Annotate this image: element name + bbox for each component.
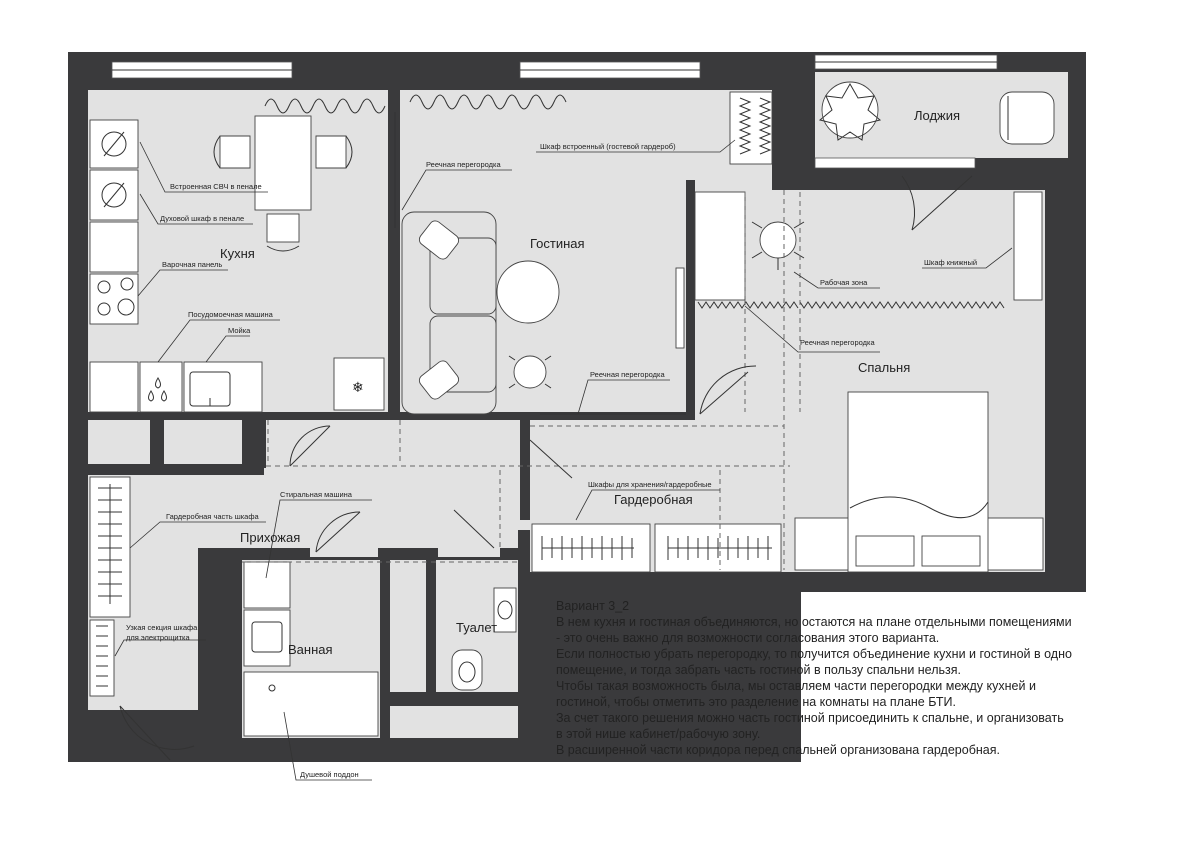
loggia-furniture xyxy=(818,81,1055,145)
description: Вариант 3_2 В нем кухня и гостиная объед… xyxy=(556,599,1072,757)
note-slat-partition-1: Реечная перегородка xyxy=(426,160,501,169)
description-line: в этой нише кабинет/рабочую зону. xyxy=(556,727,760,741)
note-wardrobe-section: Гардеробная часть шкафа xyxy=(166,512,260,521)
hall-bath-furniture xyxy=(89,476,517,737)
description-line: Если полностью убрать перегородку, то по… xyxy=(556,647,1072,661)
room-label-loggia: Лоджия xyxy=(914,108,960,123)
note-oven: Духовой шкаф в пенале xyxy=(160,214,244,223)
note-dishwasher: Посудомоечная машина xyxy=(188,310,274,319)
room-label-wc: Туалет xyxy=(456,620,497,635)
doors xyxy=(119,112,973,761)
note-slat-partition-2: Реечная перегородка xyxy=(590,370,665,379)
dashed-lines xyxy=(242,190,801,570)
note-shower-tray: Душевой поддон xyxy=(300,770,359,779)
room-label-hall: Прихожая xyxy=(240,530,300,545)
note-sink: Мойка xyxy=(228,326,251,335)
description-line: За счет такого решения можно часть гости… xyxy=(556,711,1064,725)
note-narrow-section-2: для электрощитка xyxy=(126,633,190,642)
note-hob: Варочная панель xyxy=(162,260,222,269)
room-label-bedroom: Спальня xyxy=(858,360,910,375)
wardrobe-furniture xyxy=(531,523,782,573)
description-line: гостиной, чтобы отметить это разделение … xyxy=(556,695,956,709)
svg-text:❄: ❄ xyxy=(352,379,364,395)
room-label-bath: Ванная xyxy=(288,642,333,657)
leader-lines xyxy=(114,139,1013,781)
description-line: Чтобы такая возможность была, мы оставля… xyxy=(556,679,1036,693)
note-washing-machine: Стиральная машина xyxy=(280,490,353,499)
annotations: Встроенная СВЧ в пенале Духовой шкаф в п… xyxy=(126,142,977,779)
room-label-kitchen: Кухня xyxy=(220,246,255,261)
note-storage-cabinets: Шкафы для хранения/гардеробные xyxy=(588,480,712,489)
interior-walls xyxy=(68,90,790,738)
description-line: помещение, и тогда забрать часть гостино… xyxy=(556,663,961,677)
room-label-wardrobe: Гардеробная xyxy=(614,492,693,507)
description-line: В расширенной части коридора перед спаль… xyxy=(556,743,1000,757)
description-line: В нем кухня и гостиная объединяются, но … xyxy=(556,615,1072,629)
room-label-living: Гостиная xyxy=(530,236,585,251)
description-line: - это очень важно для возможности соглас… xyxy=(556,631,939,645)
note-work-zone: Рабочая зона xyxy=(820,278,868,287)
kitchen-furniture: ❄ xyxy=(89,115,385,413)
note-slat-partition-3: Реечная перегородка xyxy=(800,338,875,347)
note-built-in-wardrobe: Шкаф встроенный (гостевой гардероб) xyxy=(540,142,676,151)
living-furniture xyxy=(401,91,773,415)
bedroom-furniture xyxy=(694,191,1044,573)
note-bookcase: Шкаф книжный xyxy=(924,258,977,267)
description-title: Вариант 3_2 xyxy=(556,599,629,613)
windows xyxy=(111,54,998,169)
note-narrow-section-1: Узкая секция шкафа xyxy=(126,623,198,632)
curtains xyxy=(264,94,567,114)
room-labels: Кухня Гостиная Лоджия Спальня Гардеробна… xyxy=(220,108,960,657)
note-microwave: Встроенная СВЧ в пенале xyxy=(170,182,262,191)
